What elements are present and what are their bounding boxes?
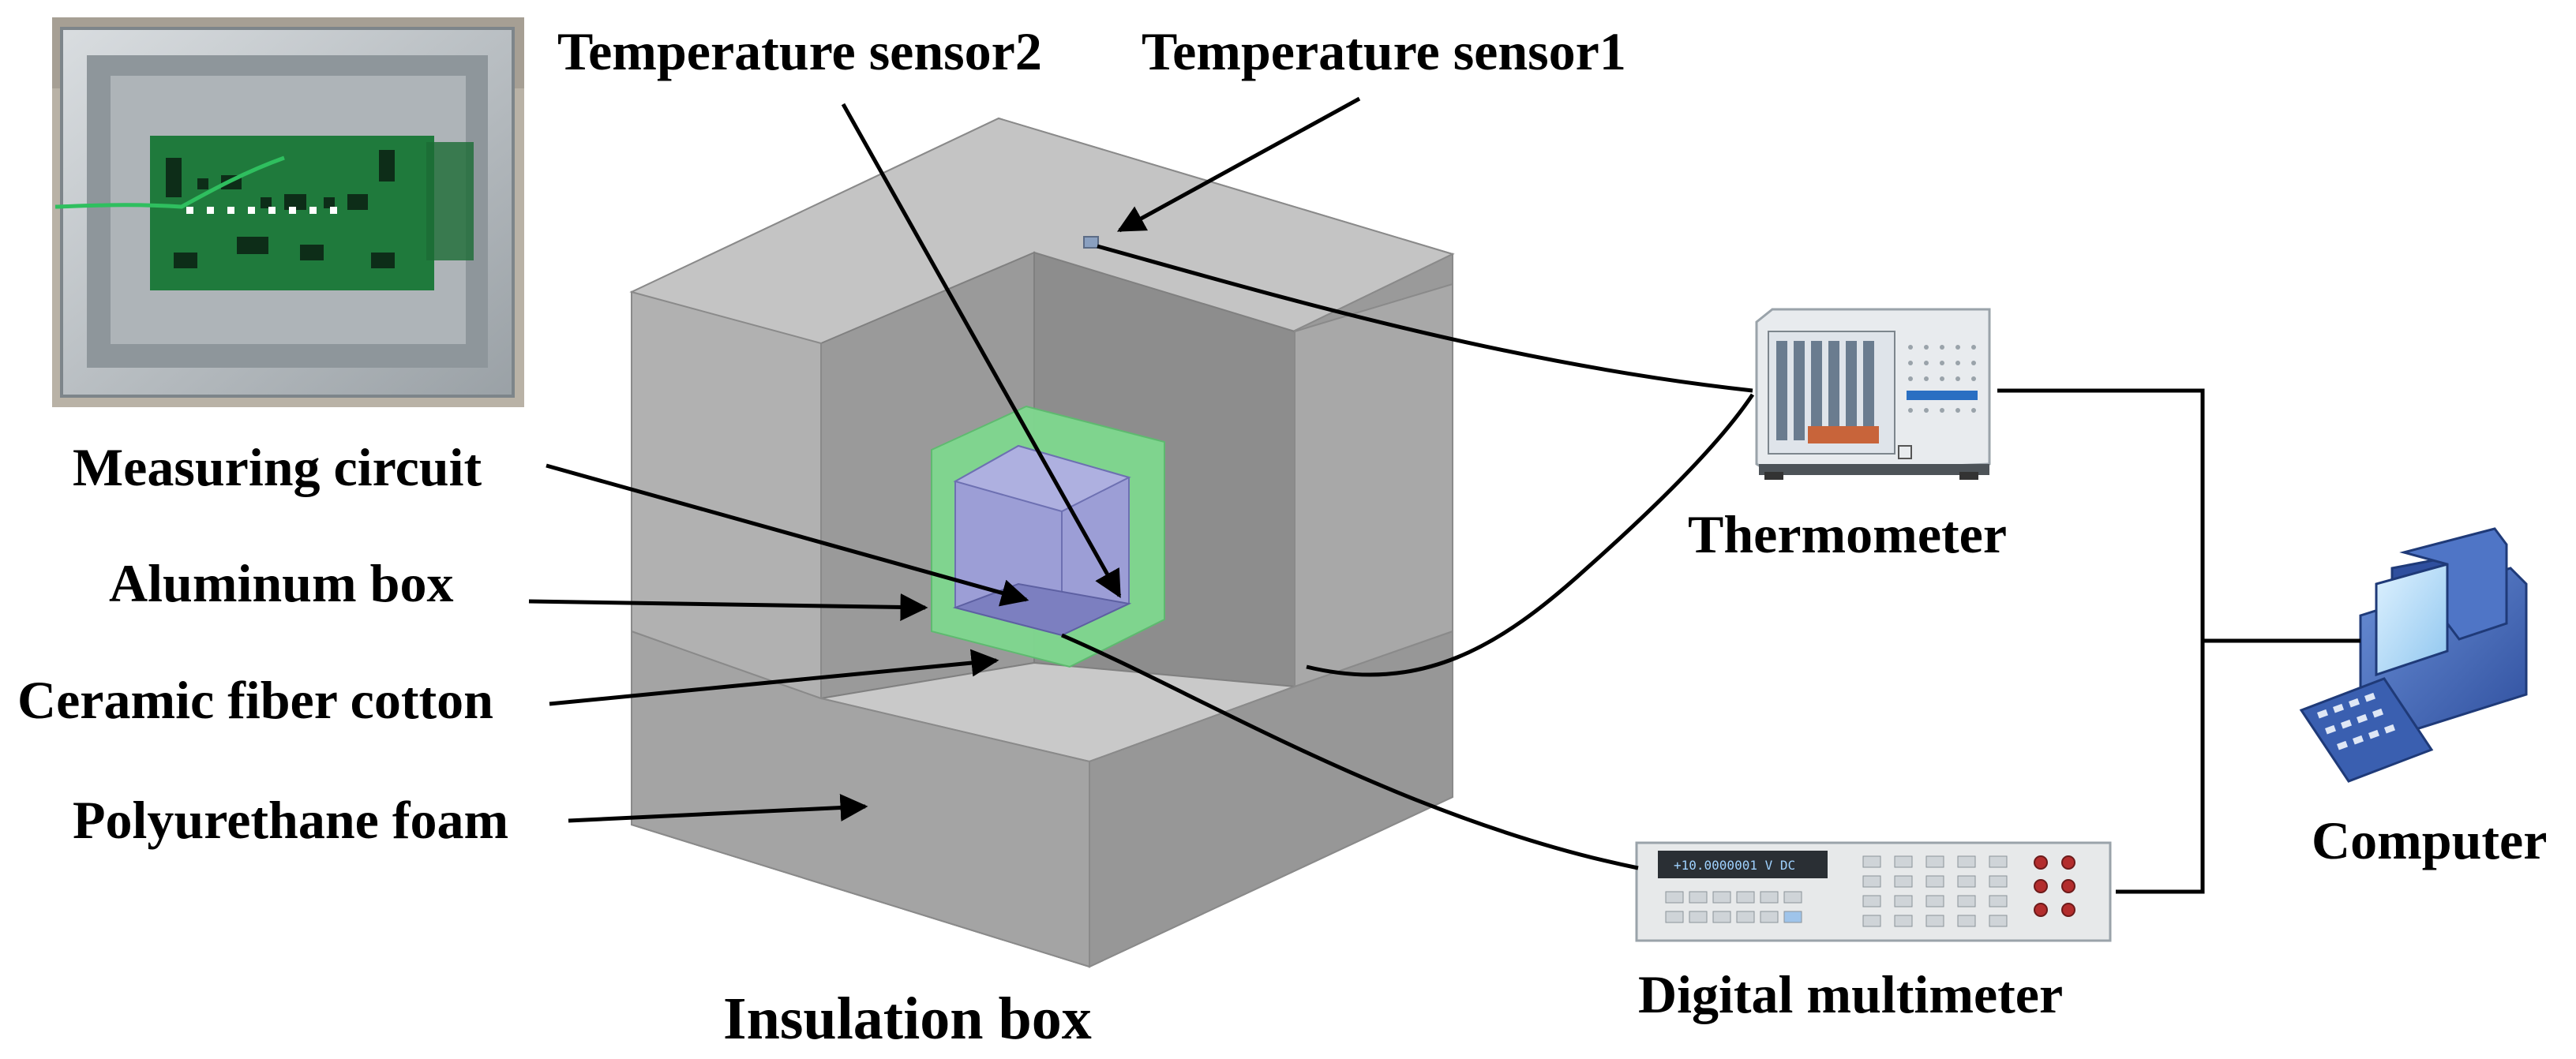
label-measuring-circuit: Measuring circuit	[73, 437, 482, 497]
computer-device	[2299, 527, 2528, 783]
label-temperature-sensor1: Temperature sensor1	[1142, 21, 1626, 81]
label-digital-multimeter: Digital multimeter	[1638, 964, 2063, 1024]
label-aluminum-box: Aluminum box	[109, 553, 453, 613]
label-ceramic-fiber-cotton: Ceramic fiber cotton	[17, 670, 493, 730]
arrow-aluminum-box	[528, 593, 928, 621]
label-thermometer: Thermometer	[1688, 504, 2007, 564]
thermometer-device	[1755, 308, 1991, 480]
multimeter-display	[1658, 851, 1828, 878]
label-insulation-box: Insulation box	[723, 986, 1092, 1052]
arrow-measuring-circuit	[546, 463, 1029, 607]
temperature-sensor1-marker	[1083, 236, 1099, 249]
insulation-box	[629, 117, 1455, 968]
keyboard	[2299, 677, 2434, 783]
multimeter-readout: +10.0000001 V DC	[1674, 858, 1795, 873]
label-temperature-sensor2: Temperature sensor2	[557, 21, 1042, 81]
cable-circuit-multimeter	[1061, 633, 1639, 870]
sensor-wire	[54, 155, 285, 209]
digital-multimeter-device: +10.0000001 V DC	[1635, 841, 2112, 942]
arrow-temperature-sensor1	[1116, 96, 1361, 233]
label-computer: Computer	[2312, 810, 2547, 870]
cable-sensor2-thermometer	[1306, 393, 1755, 677]
arrow-ceramic-fiber-cotton	[549, 649, 999, 706]
computer-screen	[2375, 563, 2449, 677]
cable-instruments-bus	[1997, 388, 2205, 894]
circuit-photo	[52, 17, 524, 407]
arrow-temperature-sensor2	[841, 103, 1122, 599]
aluminum-box	[952, 444, 1132, 637]
cables	[1061, 244, 2360, 894]
cable-sensor1-thermometer	[1097, 244, 1753, 393]
pointer-arrows	[528, 96, 1361, 823]
label-polyurethane-foam: Polyurethane foam	[73, 790, 508, 850]
arrow-polyurethane-foam	[568, 794, 868, 823]
pcb-pads	[186, 207, 337, 214]
